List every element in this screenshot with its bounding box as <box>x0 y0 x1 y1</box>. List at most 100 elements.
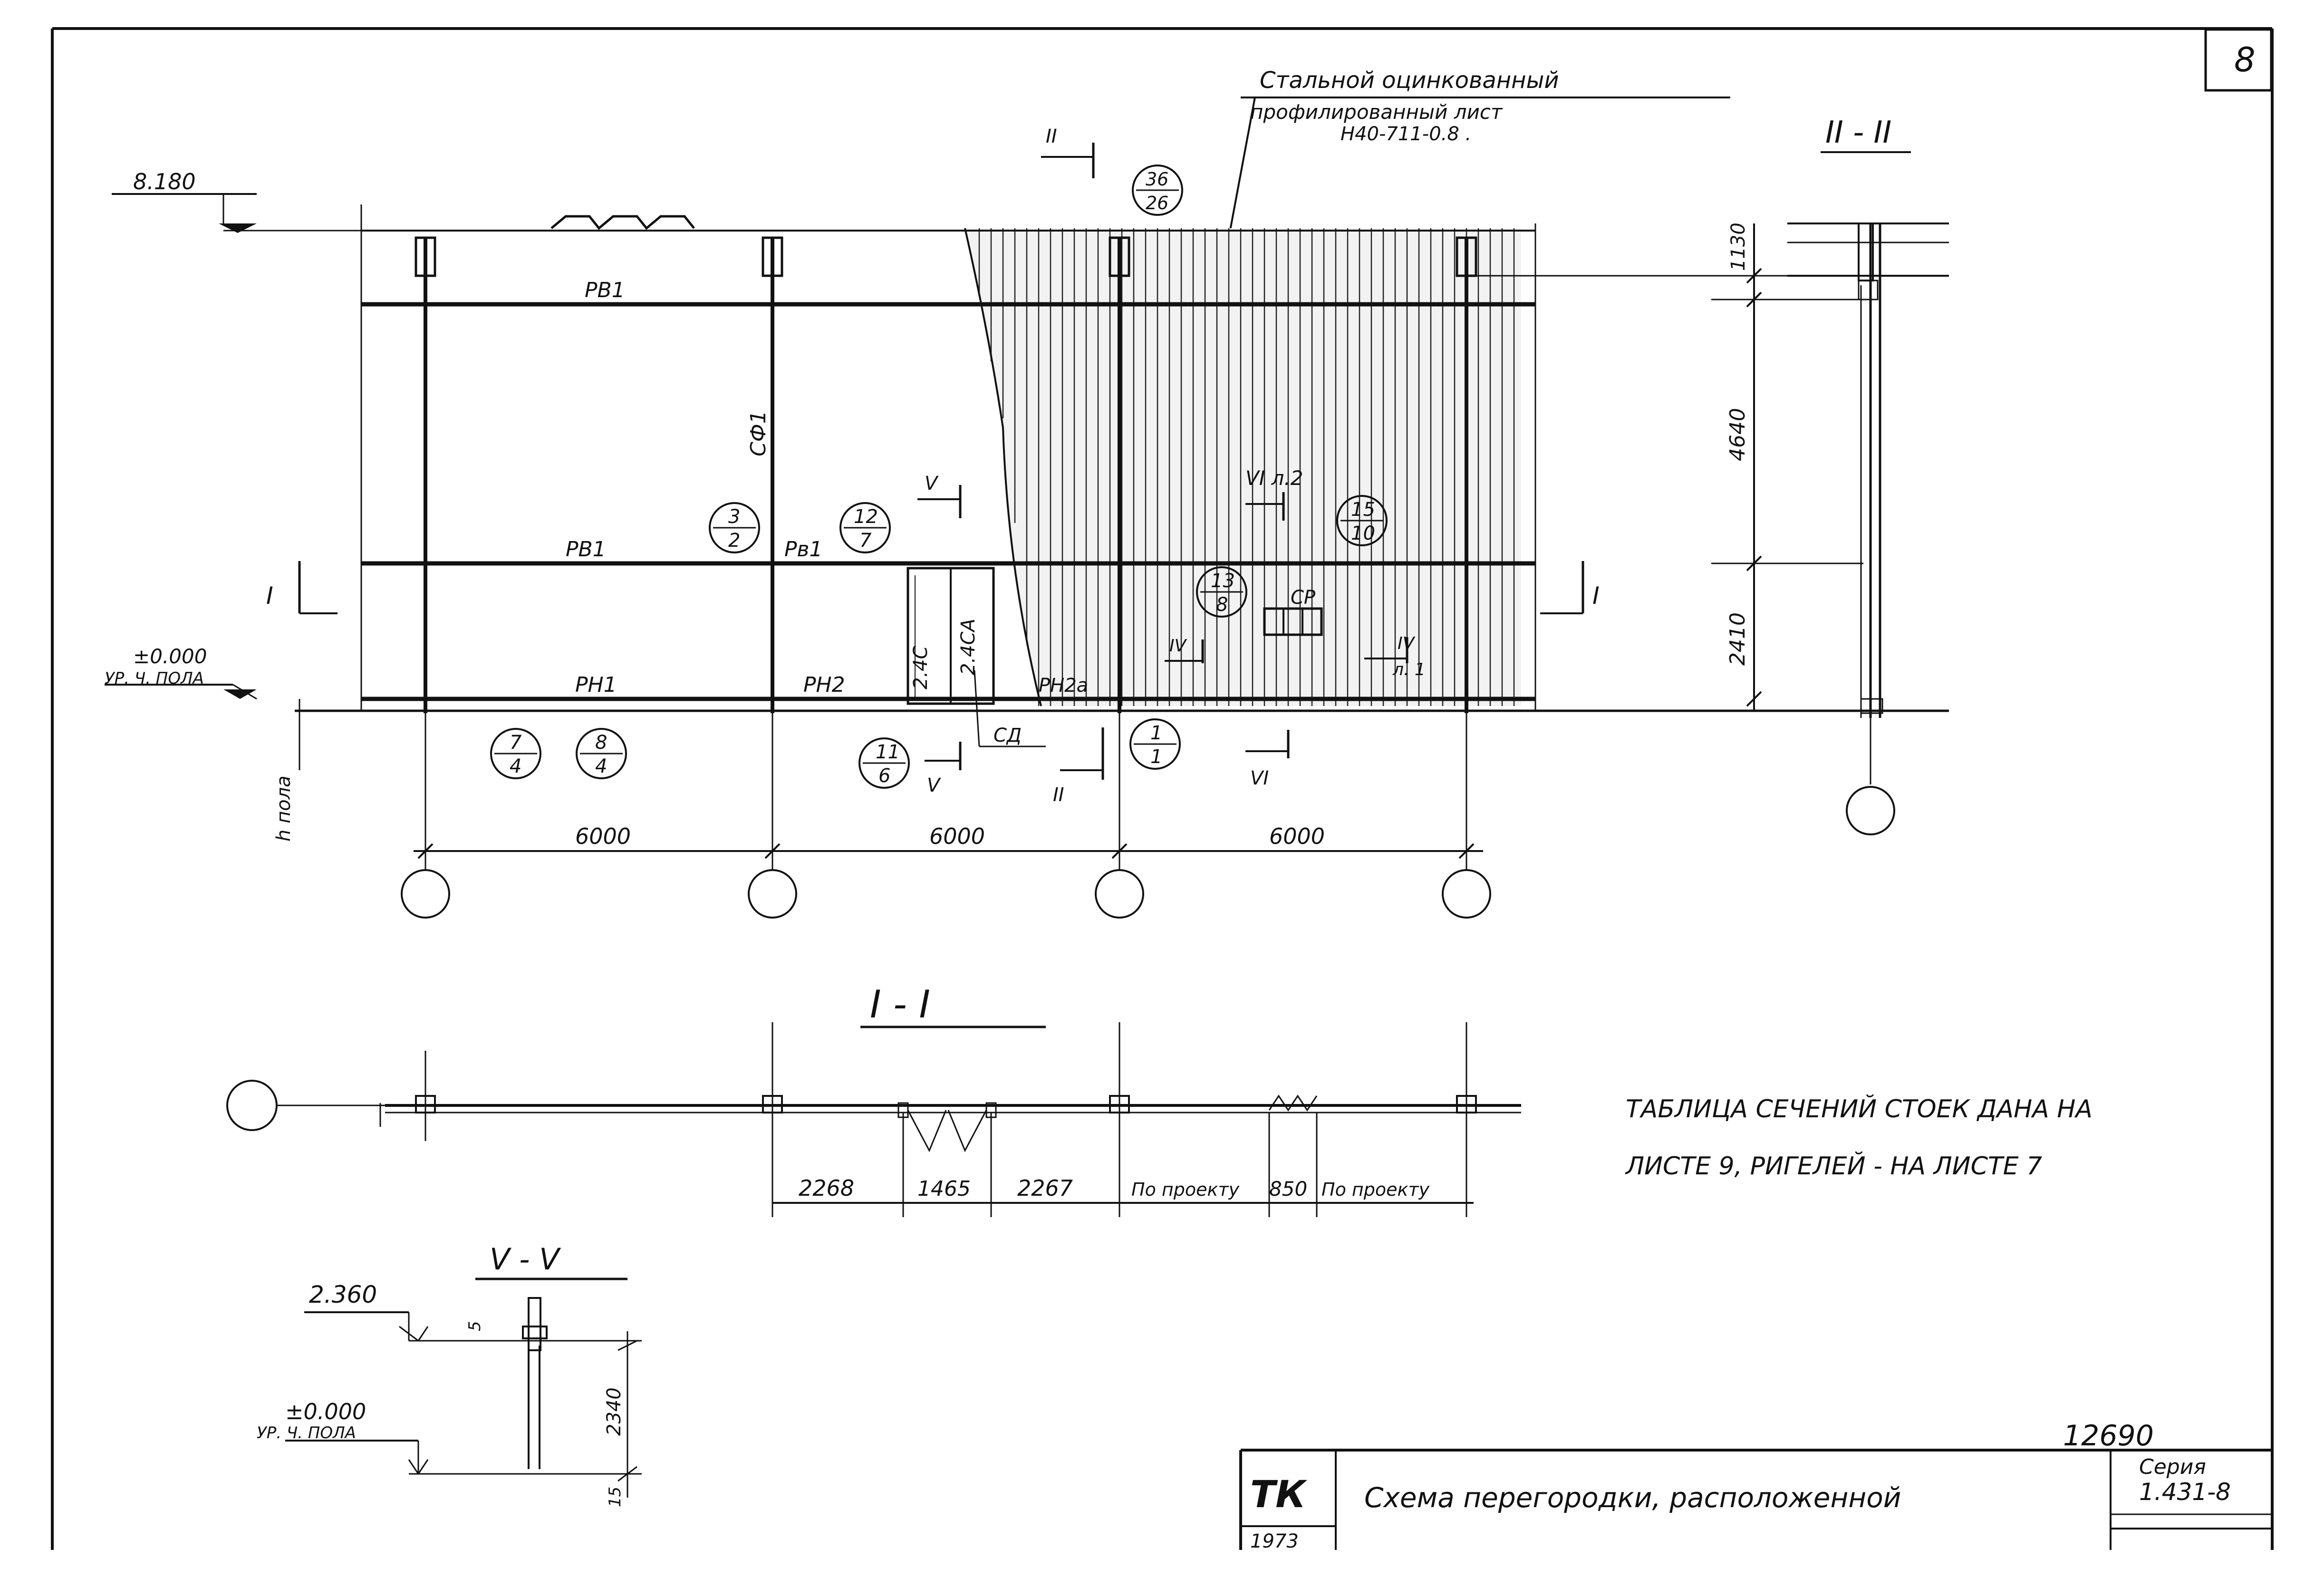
title-block-title: Схема перегородки, расположенной <box>1364 1481 1901 1514</box>
section-mark-V-bottom: V <box>927 774 941 796</box>
callout-13-8-bottom: 8 <box>1216 594 1228 616</box>
axis-circle-1 <box>401 869 450 919</box>
label-door-24sa: 2.4СА <box>957 619 979 675</box>
elevation: 2.4С 2.4СА СР РВ1 РВ1 Рв1 РН1 РН2 РН2а С… <box>105 126 1949 919</box>
callout-13-8: 13 8 <box>1196 566 1247 618</box>
title-block-org: ТК <box>1250 1473 1307 1516</box>
label-rn2a: РН2а <box>1039 675 1088 697</box>
callout-8-4-top: 8 <box>595 732 607 754</box>
section-I-title: I - I <box>870 982 930 1026</box>
label-rn2: РН2 <box>803 673 845 697</box>
floor-mark-text: ±0.000 <box>133 645 207 668</box>
section-V-floor-label: УР. Ч. ПОЛА <box>257 1423 356 1442</box>
section-I-dim-2: 1465 <box>917 1177 971 1201</box>
callout-12-7: 12 7 <box>839 502 891 553</box>
callout-3-2-bottom: 2 <box>728 530 740 552</box>
note-line-1: Стальной оцинкованный <box>1260 67 1559 94</box>
callout-15-10: 15 10 <box>1336 495 1388 546</box>
table-note-line-1: ТАБЛИЦА СЕЧЕНИЙ СТОЕК ДАНА НА <box>1626 1094 2093 1123</box>
section-mark-I-right: I <box>1592 582 1600 610</box>
section-I-dim-5: 850 <box>1269 1177 1307 1200</box>
callout-36-26-top: 36 <box>1146 169 1168 190</box>
span-dimension <box>414 713 1483 870</box>
callout-12-7-bottom: 7 <box>859 530 872 552</box>
section-I-dim-1: 2268 <box>799 1175 854 1201</box>
section-I-dim-4: По проекту <box>1131 1179 1240 1200</box>
section-II-II <box>1787 151 1949 835</box>
label-rv-small: Рв1 <box>784 537 822 561</box>
section-mark-II-top: II <box>1046 126 1057 147</box>
section-V-dim-bottom: 15 <box>606 1487 625 1507</box>
note-line-3: Н40-711-0.8 . <box>1340 123 1471 145</box>
section-mark-V-top: V <box>925 473 939 494</box>
axis-circle-4 <box>1442 869 1491 919</box>
section-V-V <box>285 1278 642 1498</box>
section-mark-IV-right-l1: л. 1 <box>1392 660 1426 679</box>
right-dim-4640: 4640 <box>1726 408 1750 461</box>
callout-13-8-top: 13 <box>1211 570 1235 592</box>
section-mark-II-bottom: II <box>1053 784 1064 806</box>
section-V-mark-top: 2.360 <box>309 1281 377 1308</box>
section-mark-IV-right: IV <box>1398 634 1416 653</box>
sheet-number: 8 <box>2234 40 2256 79</box>
callout-3-2: 3 2 <box>709 502 760 553</box>
corrugation-symbol <box>550 215 695 230</box>
top-level-mark <box>112 193 361 233</box>
callout-7-4-bottom: 4 <box>510 755 521 777</box>
callout-15-10-bottom: 10 <box>1351 523 1375 544</box>
callout-15-10-top: 15 <box>1351 499 1375 521</box>
table-note-line-2: ЛИСТЕ 9, РИГЕЛЕЙ - НА ЛИСТЕ 7 <box>1625 1152 2042 1181</box>
axis-circle-3 <box>1095 869 1144 919</box>
span-3: 6000 <box>1269 823 1325 849</box>
callout-12-7-top: 12 <box>854 506 878 528</box>
section-V-dim-height: 2340 <box>603 1387 625 1436</box>
section-II-title: II - II <box>1825 115 1891 150</box>
section-V-mark-floor: ±0.000 <box>285 1399 366 1424</box>
floor-h-label: h пола <box>273 775 295 842</box>
profiled-sheet-hatch <box>964 228 1521 707</box>
window-sr <box>1263 607 1323 636</box>
section-I-dim-3: 2267 <box>1017 1175 1073 1201</box>
label-rn1: РН1 <box>575 673 617 697</box>
right-dim-2410: 2410 <box>1726 612 1750 666</box>
callout-8-4-bottom: 4 <box>595 755 607 777</box>
span-2: 6000 <box>929 823 985 849</box>
callout-7-4-top: 7 <box>510 732 522 754</box>
section-V-dim-small: 5 <box>465 1321 484 1331</box>
section-mark-VI-l2: VI л.2 <box>1245 466 1303 490</box>
doc-number: 12690 <box>2063 1419 2154 1452</box>
callout-8-4: 8 4 <box>576 728 627 779</box>
title-block-seria-label: Серия <box>2139 1455 2206 1479</box>
label-sr: СР <box>1291 587 1316 609</box>
label-rv1-top: РВ1 <box>585 278 625 302</box>
callout-11-6-bottom: 6 <box>878 765 890 787</box>
top-mark-text: 8.180 <box>133 169 196 194</box>
section-I-dim-6: По проекту <box>1321 1179 1430 1200</box>
callout-1-1: 1 1 <box>1129 718 1181 770</box>
right-dim-1130: 1130 <box>1727 223 1749 271</box>
label-rv1-mid: РВ1 <box>566 537 606 561</box>
callout-3-2-top: 3 <box>728 506 740 528</box>
section-mark-VI-bottom: VI <box>1250 767 1269 789</box>
callout-11-6: 11 6 <box>858 737 910 789</box>
span-1: 6000 <box>575 823 631 849</box>
floor-level-mark <box>105 684 300 770</box>
section-mark-I-left: I <box>266 582 273 610</box>
section-V-title: V - V <box>490 1242 561 1277</box>
right-dimensions <box>1474 223 1863 711</box>
axis-circle-2 <box>748 869 797 919</box>
section-I-I <box>226 1022 1521 1217</box>
title-block <box>1239 1449 2272 1550</box>
callout-7-4: 7 4 <box>490 728 541 779</box>
callout-36-26: 36 26 <box>1132 165 1183 216</box>
door-opening <box>906 567 995 705</box>
title-block-seria-value: 1.431-8 <box>2139 1478 2231 1506</box>
section-marks <box>298 143 1584 780</box>
sheet-frame <box>51 27 2274 1550</box>
columns <box>415 236 1477 713</box>
callout-11-6-top: 11 <box>876 741 900 763</box>
note-top: Стальной оцинкованный профилированный ли… <box>1221 67 1730 276</box>
callout-1-1-bottom: 1 <box>1150 746 1162 768</box>
label-sd: СД <box>993 725 1022 746</box>
callout-36-26-bottom: 26 <box>1146 193 1168 213</box>
